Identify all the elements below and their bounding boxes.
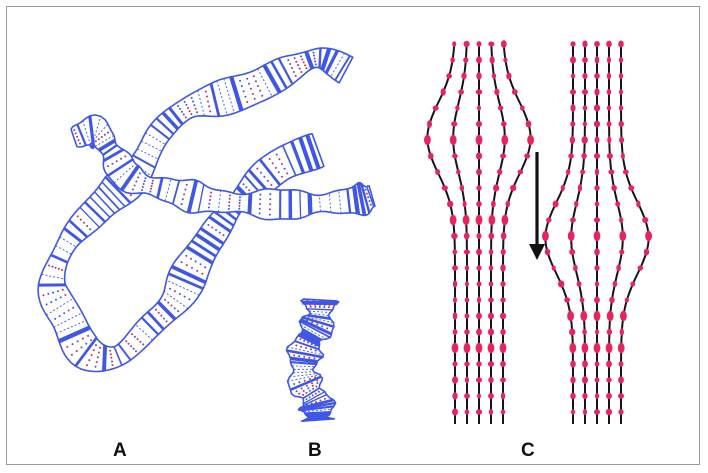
label-b: B [308, 440, 322, 462]
strand-bundle-left [424, 40, 534, 424]
label-c: C [521, 440, 535, 462]
polytene-chromosome-b [287, 299, 339, 421]
strand-bundle-right [542, 41, 652, 425]
label-a: A [113, 440, 127, 462]
